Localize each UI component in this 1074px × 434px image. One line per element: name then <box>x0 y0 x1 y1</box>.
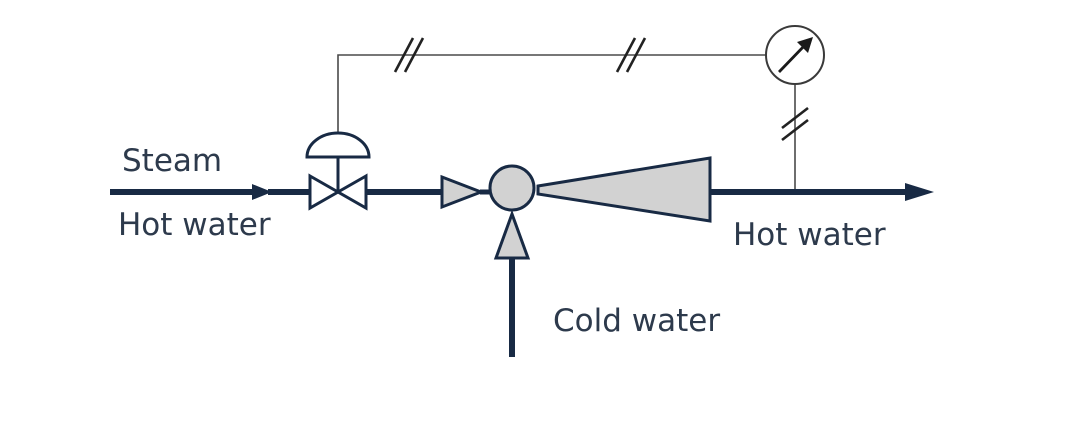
signal-ticks-3 <box>781 106 809 142</box>
steam-nozzle <box>440 174 486 210</box>
diaphragm-control-valve-icon <box>305 131 371 211</box>
signal-ticks-2 <box>615 37 647 73</box>
diffuser-cone <box>536 156 712 223</box>
inlet-flow-arrow <box>252 184 272 200</box>
indicator-controller-icon <box>765 25 825 85</box>
outlet-flow-arrow <box>905 183 934 201</box>
hot-water-inlet-label: Hot water <box>118 207 271 243</box>
signal-ticks-1 <box>393 37 425 73</box>
signal-line <box>337 54 767 135</box>
cold-water-label: Cold water <box>553 303 721 339</box>
hot-water-outlet-label: Hot water <box>733 217 886 253</box>
mixing-chamber-icon <box>488 164 536 212</box>
cold-water-nozzle <box>493 209 531 260</box>
steam-label: Steam <box>122 143 223 179</box>
